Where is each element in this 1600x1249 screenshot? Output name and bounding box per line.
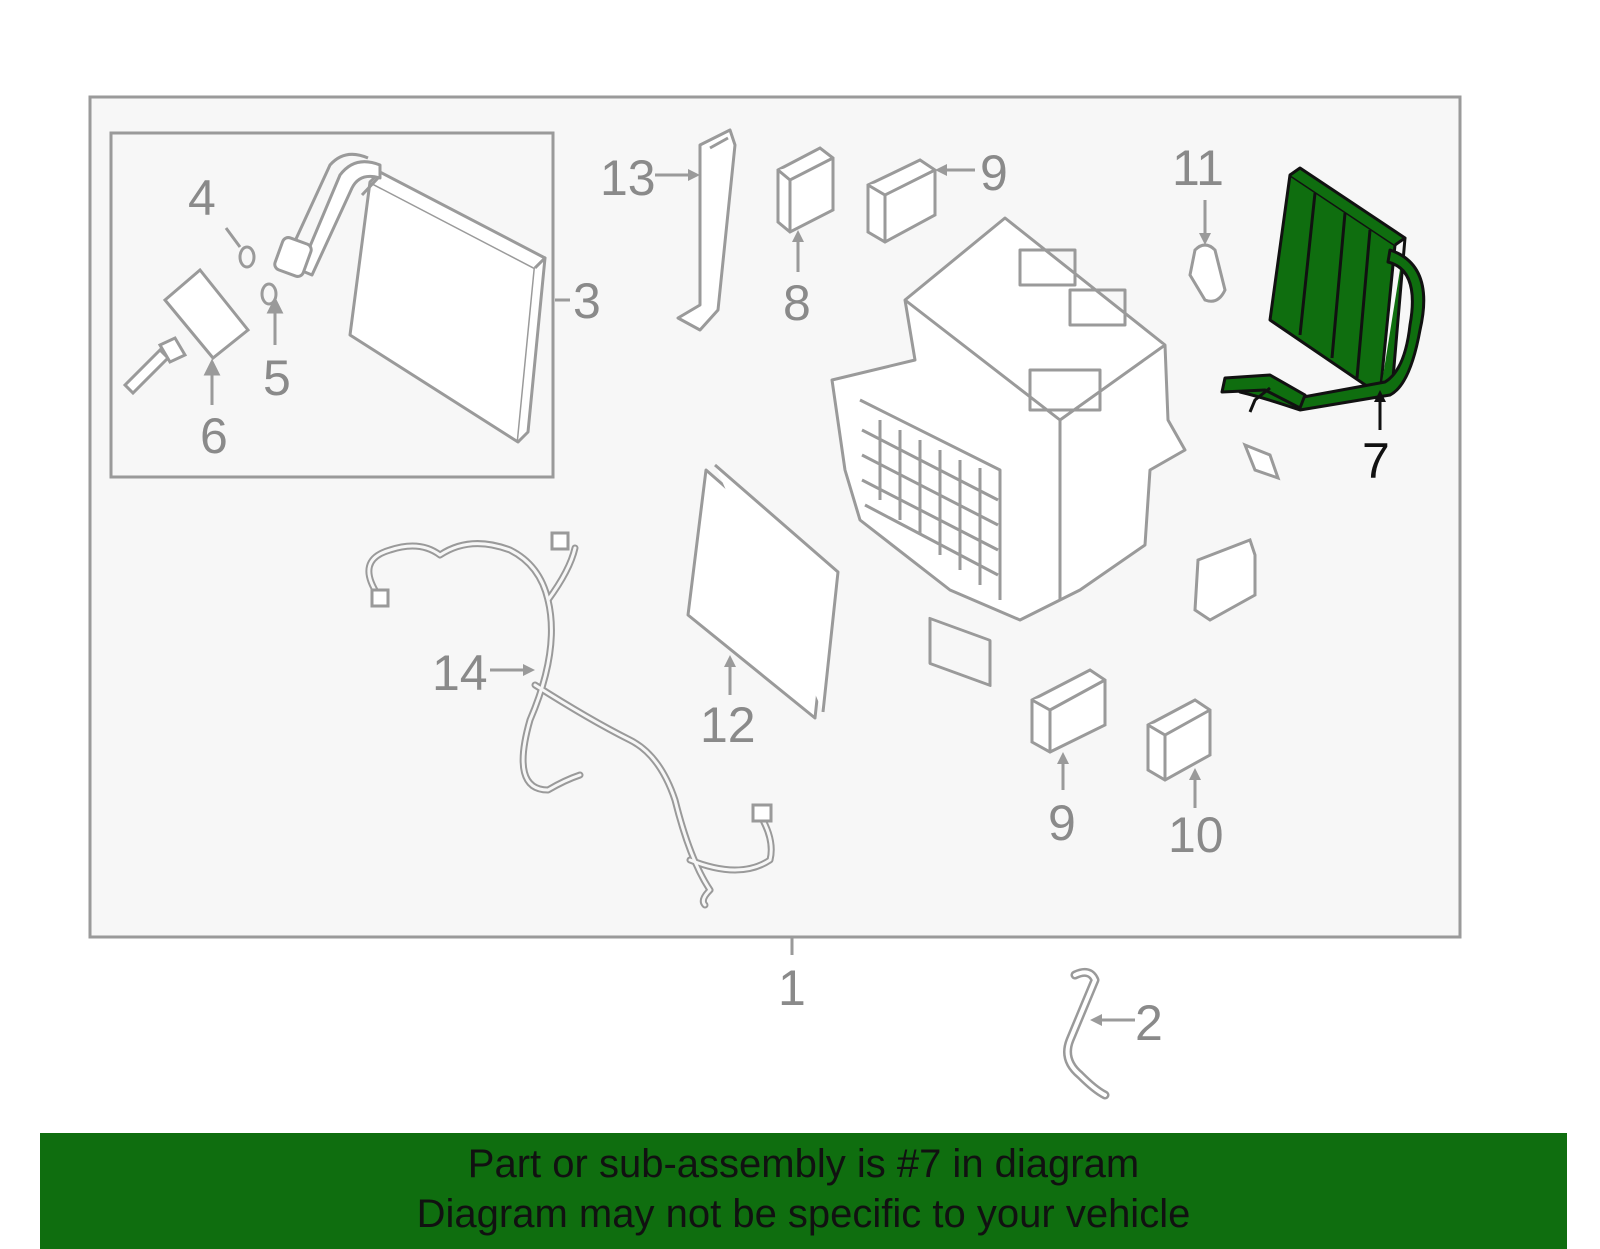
sensor-11-icon[interactable]: [1188, 243, 1227, 303]
callout-12: 12: [700, 697, 756, 753]
heater-core-icon[interactable]: [1220, 166, 1426, 413]
callout-4: 4: [188, 170, 216, 226]
o-ring-4-icon[interactable]: [238, 245, 256, 269]
actuator-9-bottom-icon[interactable]: [1030, 668, 1107, 754]
callout-10: 10: [1168, 807, 1224, 863]
part-banner: Part or sub-assembly is #7 in diagram Di…: [40, 1133, 1567, 1249]
evaporator-core-icon[interactable]: [273, 152, 547, 444]
callout-7: 7: [1362, 433, 1390, 489]
callout-8: 8: [783, 275, 811, 331]
banner-line-1: Part or sub-assembly is #7 in diagram: [467, 1142, 1140, 1186]
callout-2: 2: [1135, 995, 1163, 1051]
callout-13: 13: [600, 150, 656, 206]
callout-14: 14: [432, 645, 488, 701]
expansion-valve-icon[interactable]: [122, 267, 251, 396]
callout-5: 5: [263, 350, 291, 406]
actuator-10-icon[interactable]: [1146, 698, 1212, 782]
duct-13-icon[interactable]: [676, 128, 737, 332]
callout-3: 3: [573, 273, 601, 329]
banner-line-2: Diagram may not be specific to your vehi…: [416, 1192, 1191, 1236]
hvac-case-icon[interactable]: [830, 216, 1187, 687]
callout-9-top: 9: [980, 145, 1008, 201]
wiring-harness-inner: [367, 542, 773, 907]
o-ring-5-icon[interactable]: [260, 282, 278, 306]
sensor-8-icon[interactable]: [776, 146, 835, 234]
cabin-filter-icon[interactable]: [686, 463, 840, 720]
callout-11: 11: [1172, 140, 1224, 196]
bracket-icon: [1193, 442, 1281, 622]
actuator-9-top-icon[interactable]: [866, 158, 937, 244]
callout-1: 1: [778, 960, 806, 1016]
callout-9-bottom: 9: [1048, 795, 1076, 851]
callout-6: 6: [200, 408, 228, 464]
